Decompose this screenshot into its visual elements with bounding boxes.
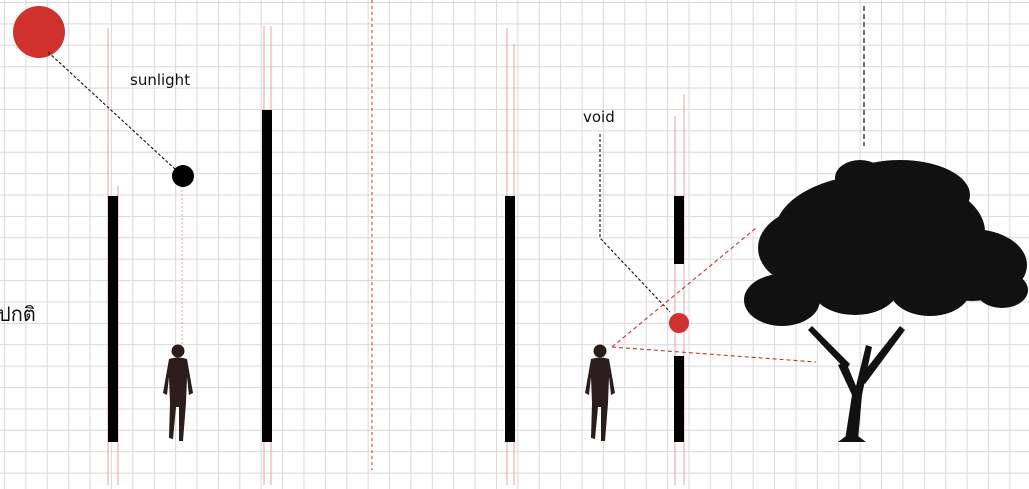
- wall-right-1: [505, 196, 515, 442]
- void-dot-icon: [669, 313, 689, 333]
- wall-left-1: [108, 196, 118, 442]
- left-edge-text: ปกติ: [0, 302, 36, 326]
- guide-lines: [107, 26, 685, 485]
- sunlight-ray: [47, 51, 177, 171]
- person-icon: [585, 344, 615, 441]
- person-icon: [163, 344, 193, 441]
- void-leader-line: [599, 134, 671, 313]
- wall-left-2: [262, 110, 272, 442]
- sun-icon: [13, 6, 65, 58]
- wall-right-upper: [674, 196, 684, 264]
- wall-right-lower: [674, 356, 684, 442]
- void-label: void: [583, 108, 615, 126]
- walls: [108, 110, 684, 442]
- sunlight-label: sunlight: [130, 71, 191, 89]
- tree-icon: [744, 6, 1028, 442]
- sun-ball-icon: [172, 165, 194, 187]
- view-cone: [611, 227, 817, 363]
